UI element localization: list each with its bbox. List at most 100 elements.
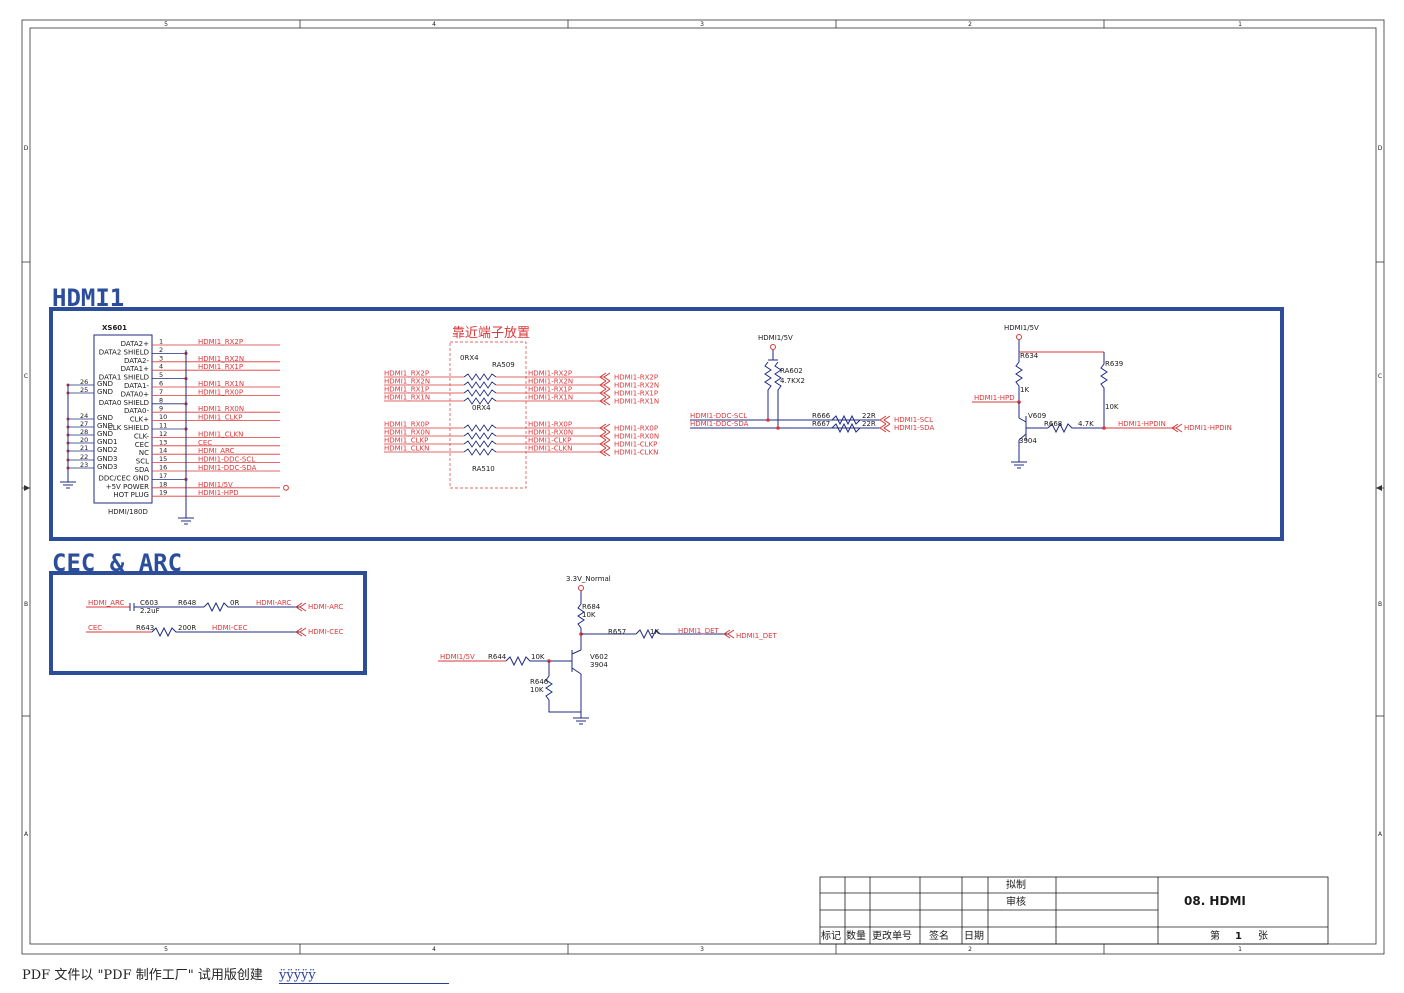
c603-ref: C603: [140, 599, 158, 607]
col-number: 5: [164, 946, 168, 953]
connector-pin-name: CLK-: [134, 432, 150, 440]
connector-gnd-name: GND: [97, 388, 113, 396]
ra602-ref: RA602: [780, 367, 803, 375]
off-page-arrow: [603, 431, 611, 441]
tb-col-date: 日期: [964, 930, 984, 942]
connector-pin-number: 10: [159, 413, 167, 421]
connector-gnd-number: 25: [80, 386, 88, 394]
connector-pin-number: 6: [159, 380, 163, 388]
det-in-net: HDMI1/5V: [440, 653, 475, 661]
connector-gnd-name: GND2: [97, 446, 118, 454]
col-number: 2: [968, 946, 972, 953]
det-supply: 3.3V_Normal: [566, 575, 611, 583]
connector-pin-number: 7: [159, 388, 163, 396]
connector-pin-number: 9: [159, 405, 163, 413]
ra-resistor: [463, 381, 497, 389]
connector-gnd-number: 20: [80, 436, 88, 444]
ra-resistor: [463, 397, 497, 405]
ra509-value: 0RX4: [460, 354, 479, 362]
connector-gnd-name: GND3: [97, 455, 118, 463]
row-letter: A: [1378, 831, 1383, 838]
connector-pin-net: HDMI1_CLKP: [198, 414, 242, 422]
footer-link[interactable]: ÿÿÿÿÿ: [279, 968, 450, 984]
connector-gnd-number: 28: [80, 428, 88, 436]
off-page-arrow: [599, 372, 607, 382]
connector-gnd-name: GND: [97, 380, 113, 388]
r684-value: 10K: [582, 611, 596, 619]
r643-value: 200R: [178, 624, 196, 632]
ground-symbol-right: [178, 350, 194, 525]
ra-resistor: [463, 440, 497, 448]
cec-arc-section-box: [49, 571, 367, 675]
row-letter: D: [24, 145, 29, 152]
r646-ref: R646: [530, 678, 549, 686]
col-number: 3: [700, 21, 704, 28]
connector-gnd-number: 27: [80, 420, 88, 428]
r667-ref: R667: [812, 420, 830, 428]
det-block: 3.3V_Normal R684 10K R657 1K HDMI1_DET H…: [438, 575, 778, 725]
v602-ref: V602: [590, 653, 608, 661]
connector-pin-net: HDMI1_RX1N: [198, 380, 244, 388]
r666-ref: R666: [812, 412, 831, 420]
off-page-arrow: [599, 439, 607, 449]
connector-pin-name: DATA0 SHIELD: [99, 399, 149, 407]
connector-pin-net: HDMI1_RX2N: [198, 355, 244, 363]
r643-ref: R643: [136, 624, 154, 632]
connector-gnd-number: 26: [80, 378, 88, 386]
frame-arrows: [24, 485, 1382, 491]
off-page-arrow: [599, 447, 607, 457]
row-letter: B: [1378, 601, 1382, 608]
ra602-value: 4.7KX2: [780, 377, 805, 385]
connector-pin-number: 3: [159, 354, 163, 362]
connector-pin-name: SDA: [135, 466, 150, 474]
cec-net-in: CEC: [88, 624, 102, 632]
off-page-arrow: [603, 423, 611, 433]
connector-pin-number: 12: [159, 430, 167, 438]
r667-value: 22R: [862, 420, 876, 428]
ra-off-page-net: HDMI1-RX2N: [614, 382, 659, 390]
ra-in-net: HDMI1_RX1P: [384, 386, 429, 394]
title-block: [819, 876, 1329, 945]
connector-gnd-number: 21: [80, 444, 88, 452]
cec-line: CEC R643 200R HDMI-CEC HDMI-CEC: [86, 624, 344, 638]
off-page-arrow: [603, 447, 611, 457]
r668-ref: R668: [1044, 420, 1062, 428]
ra510-ref: RA510: [472, 465, 495, 473]
hpd-block: HDMI1/5V R634 1K R639 10K HDMI1-HPD V609…: [972, 324, 1232, 469]
ddc-out-sda: HDMI1-SDA: [894, 424, 934, 432]
r684-ref: R684: [582, 603, 601, 611]
connector-gnd-number: 23: [80, 461, 88, 469]
off-page-arrow: [599, 388, 607, 398]
row-letter: A: [24, 831, 29, 838]
connector-pin-net: HDMI1-DDC-SDA: [198, 464, 257, 472]
ra-in-net: HDMI1_CLKN: [384, 445, 429, 453]
footer-text: PDF 文件以 "PDF 制作工厂" 试用版创建: [22, 968, 263, 983]
off-page-arrow: [599, 431, 607, 441]
row-letter: C: [24, 373, 28, 380]
ra-off-page-net: HDMI1-RX2P: [614, 374, 658, 382]
ra-off-page-net: HDMI1-RX1P: [614, 390, 658, 398]
v602-value: 3904: [590, 661, 608, 669]
ra-out-net: HDMI1-RX2P: [528, 370, 572, 378]
ra-out-net: HDMI1-CLKP: [528, 437, 571, 445]
v609-ref: V609: [1028, 412, 1046, 420]
ra-resistor: [463, 448, 497, 456]
connector-pin-net: HDMI1_RX0N: [198, 405, 244, 413]
connector-part: HDMI/180D: [108, 508, 148, 516]
connector-pin-name: DATA1 SHIELD: [99, 374, 149, 382]
c603-value: 2.2uF: [140, 607, 160, 615]
ra-out-net: HDMI1-RX0P: [528, 421, 572, 429]
ddc-in-sda: HDMI1-DDC-SDA: [690, 420, 749, 428]
col-number: 1: [1238, 21, 1242, 28]
hpd-out-net: HDMI1-HPDIN: [1184, 424, 1232, 432]
tb-sheet-no: 1: [1235, 931, 1242, 942]
tb-sheet-label-pre: 第: [1210, 929, 1220, 942]
ra-off-page-net: HDMI1-CLKP: [614, 441, 657, 449]
off-page-arrow: [599, 423, 607, 433]
connector-pin-net: HDMI1-HPD: [198, 489, 239, 497]
connector-pin-number: 5: [159, 371, 163, 379]
hpd-mid-net: HDMI1-HPDIN: [1118, 420, 1166, 428]
